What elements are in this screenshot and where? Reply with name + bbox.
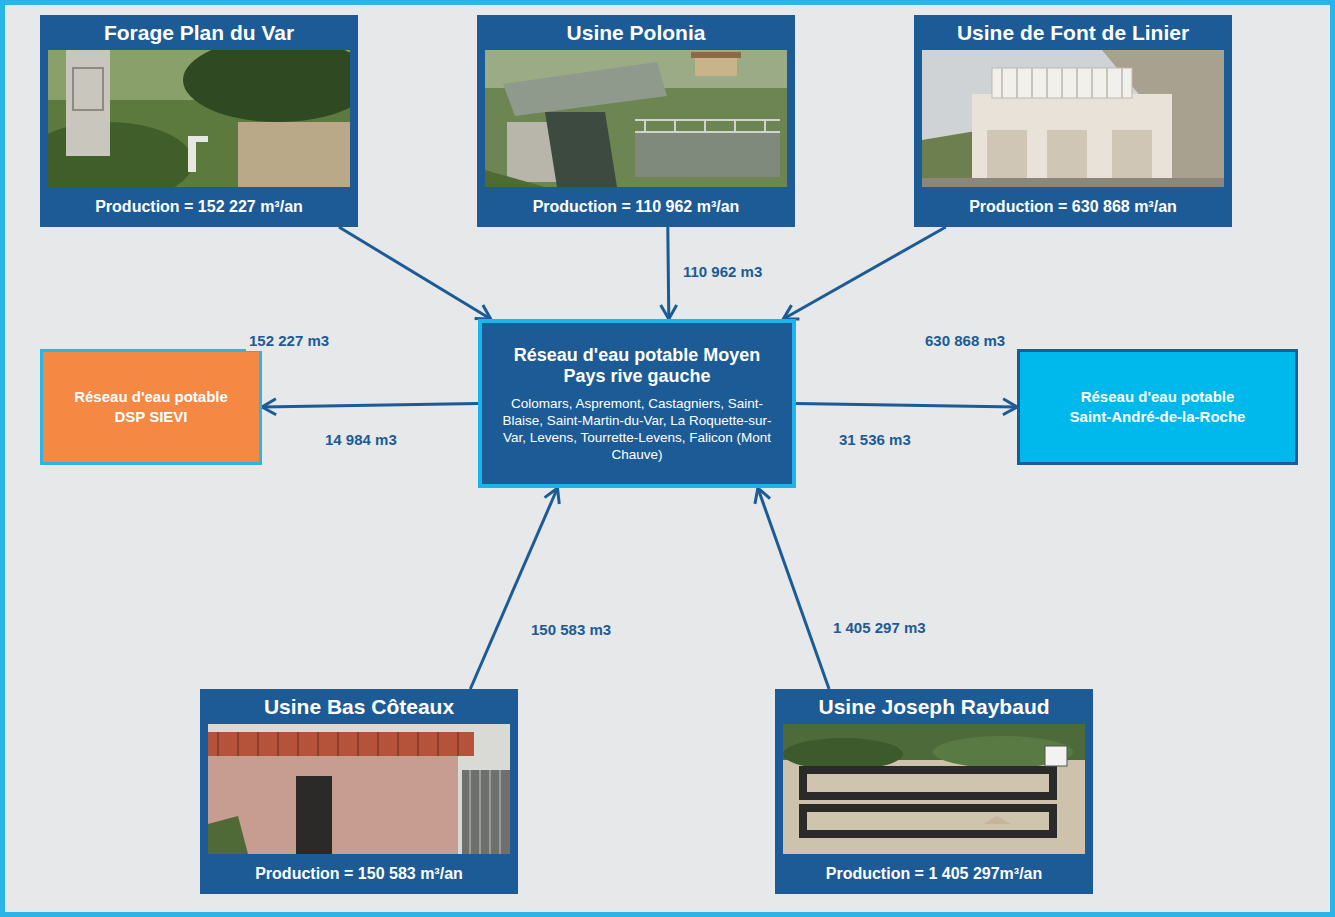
box-heading: Forage Plan du Var [40, 15, 358, 50]
flow-arrow [262, 404, 478, 408]
steel-frame [545, 112, 617, 187]
far-roof [691, 52, 741, 58]
vent [983, 816, 1011, 824]
tree-crown [783, 738, 903, 770]
fence [922, 178, 1224, 187]
plant-photo [485, 50, 787, 187]
tile-lines [218, 732, 458, 756]
door [1112, 130, 1152, 180]
flow-arrow [783, 227, 946, 319]
flow-arrow [796, 404, 1017, 408]
flow-arrow [470, 488, 557, 689]
basin [803, 808, 1053, 834]
pipe-elbow [188, 136, 208, 142]
box-heading: Réseau d'eau potable DSP SIEVI [65, 387, 237, 427]
flow-volume: 31 536 m3 [836, 430, 914, 450]
basin [635, 132, 780, 177]
window [1045, 746, 1067, 766]
far-building [695, 56, 737, 76]
slats [1002, 68, 1122, 98]
network-box: Réseau d'eau potable DSP SIEVI [40, 349, 262, 465]
plant-photo [208, 724, 510, 854]
grass [485, 170, 545, 187]
box-body: Production = 150 583 m³/an [200, 854, 518, 894]
door [1047, 130, 1087, 180]
building [972, 94, 1172, 180]
grille [462, 770, 510, 854]
doorway [296, 776, 332, 854]
flow-volume: 14 984 m3 [322, 430, 400, 450]
tile-roof [208, 732, 474, 756]
box-body: Production = 1 405 297m³/an [775, 854, 1093, 894]
wall [208, 754, 458, 854]
box-body: Colomars, Aspremont, Castagniers, Saint-… [494, 395, 780, 463]
network-box: Réseau d'eau potable Saint-André-de-la-R… [1017, 349, 1298, 465]
flow-arrow [758, 488, 829, 689]
box-heading: Usine de Font de Linier [914, 15, 1232, 50]
post-door [73, 68, 103, 110]
production-box: Usine de Font de Linier Production = 630… [914, 15, 1232, 227]
production-box: Usine Polonia Production = 110 962 m³/an [477, 15, 795, 227]
box-body: Production = 630 868 m³/an [914, 187, 1232, 227]
roof [503, 62, 667, 116]
production-box: Forage Plan du Var Production = 152 227 … [40, 15, 358, 227]
railing [635, 120, 780, 132]
vegetation [208, 816, 248, 854]
basin [803, 770, 1053, 796]
photo-ground [485, 50, 787, 187]
plant-photo [922, 50, 1224, 187]
network-box: Réseau d'eau potable Moyen Pays rive gau… [478, 319, 796, 488]
flow-volume: 630 868 m3 [922, 331, 1008, 351]
flow-volume: 150 583 m3 [528, 620, 614, 640]
borehole-photo [48, 50, 350, 187]
tree-mass [183, 50, 350, 122]
gravel [783, 724, 1085, 854]
production-box: Usine Joseph Raybaud Production = 1 405 … [775, 689, 1093, 894]
flow-arrow [668, 227, 669, 319]
box-heading: Usine Polonia [477, 15, 795, 50]
box-body: Production = 110 962 m³/an [477, 187, 795, 227]
sky [922, 50, 1224, 187]
door [987, 130, 1027, 180]
box-heading: Usine Joseph Raybaud [775, 689, 1093, 724]
control-post [66, 50, 110, 156]
tree-crown [933, 736, 1073, 768]
box-heading: Réseau d'eau potable Moyen Pays rive gau… [494, 345, 780, 387]
production-box: Usine Bas Côteaux Production = 150 583 m… [200, 689, 518, 894]
flow-volume: 110 962 m3 [680, 262, 765, 282]
grille-bars [470, 770, 500, 854]
dry-grass [238, 122, 350, 187]
flow-arrow [339, 227, 491, 319]
flow-volume: 152 227 m3 [246, 331, 332, 351]
box-heading: Usine Bas Côteaux [200, 689, 518, 724]
upper-floor [992, 68, 1132, 98]
box-heading: Réseau d'eau potable Saint-André-de-la-R… [1060, 387, 1255, 427]
box-body: Production = 152 227 m³/an [40, 187, 358, 227]
plant-photo [783, 724, 1085, 854]
flow-volume: 1 405 297 m3 [830, 618, 929, 638]
